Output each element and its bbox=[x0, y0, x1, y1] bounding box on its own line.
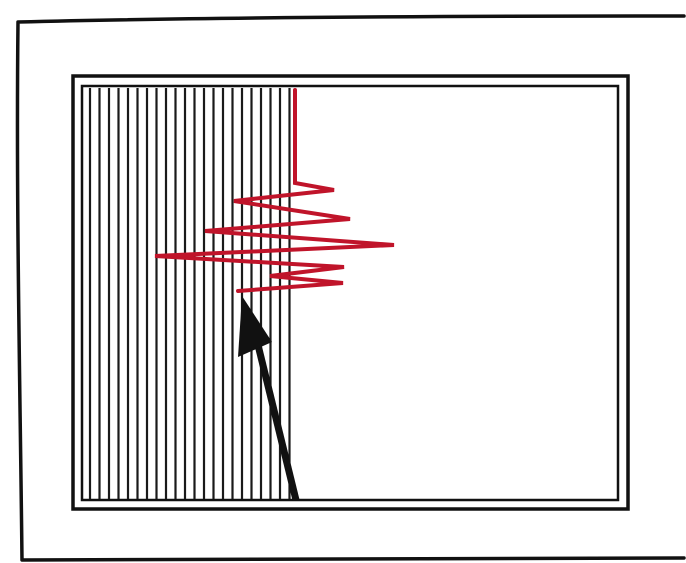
panel-border-outer bbox=[71, 74, 630, 511]
outer-frame bbox=[15, 14, 686, 562]
hatched-region bbox=[88, 88, 291, 499]
red-zigzag-trace bbox=[154, 88, 395, 293]
panel-border-inner bbox=[80, 84, 620, 502]
arrow-head bbox=[238, 296, 272, 357]
arrow-shaft bbox=[254, 344, 300, 501]
arrow-pointer bbox=[238, 296, 300, 501]
